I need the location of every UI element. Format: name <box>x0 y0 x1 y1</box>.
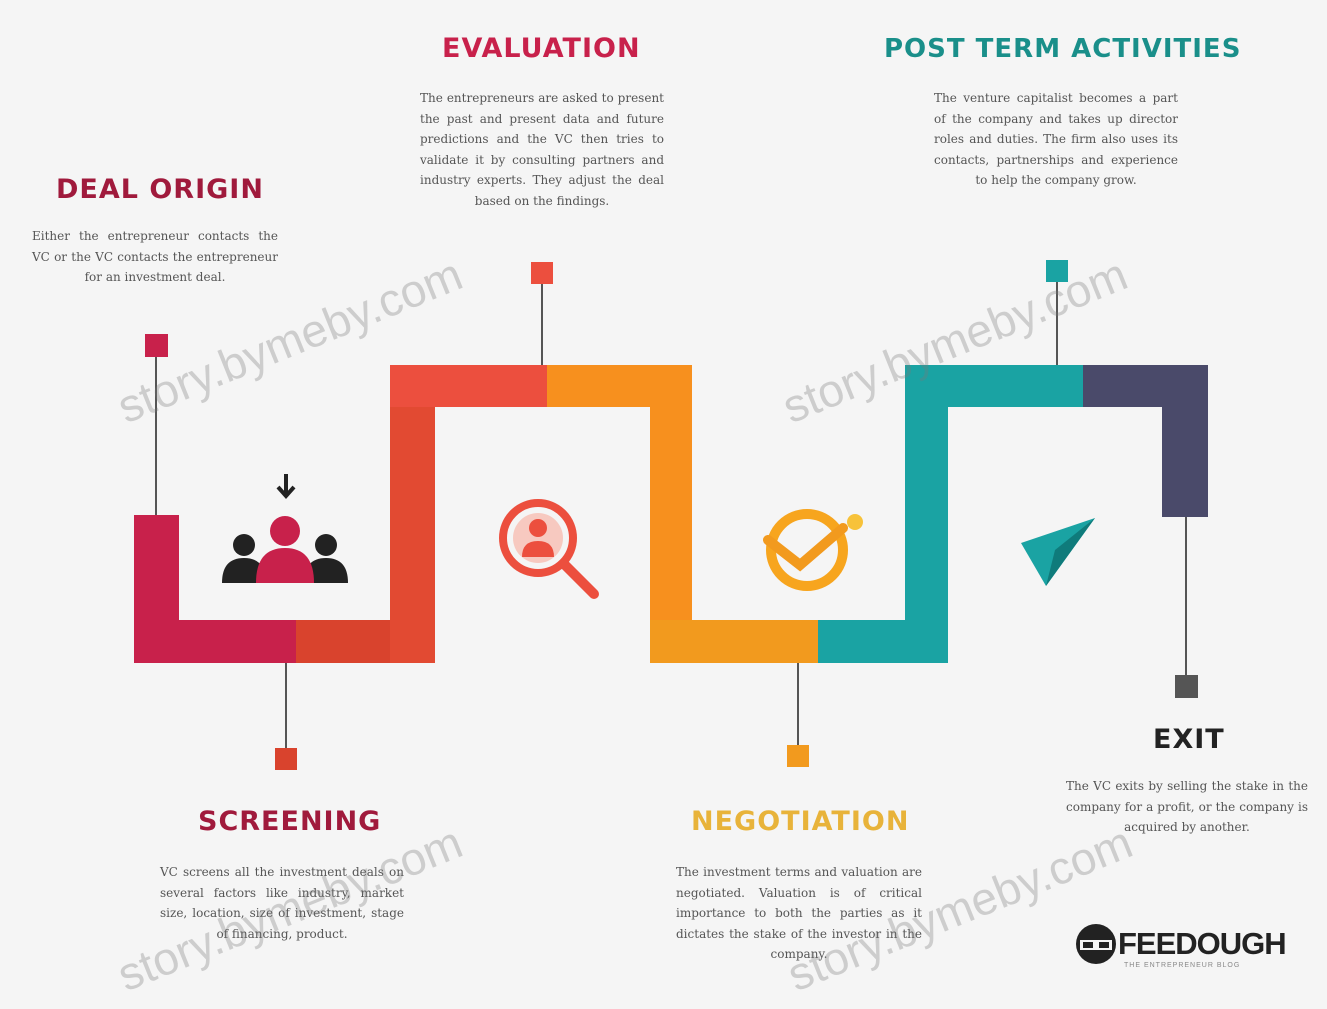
feedough-logo: FEEDOUGH THE ENTREPRENEUR BLOG <box>1074 922 1287 969</box>
logo-tagline: THE ENTREPRENEUR BLOG <box>1124 962 1241 969</box>
path-segment-evaluation-down <box>650 365 692 663</box>
path-segment-evaluation <box>390 365 550 407</box>
investors-icon <box>222 474 348 583</box>
stage-title-exit: EXIT <box>1153 724 1225 755</box>
stage-description-negotiation: The investment terms and valuation are n… <box>676 865 922 961</box>
marker-post-term <box>1046 260 1068 282</box>
stage-title-evaluation: EVALUATION <box>442 33 641 64</box>
stage-title-post-term-activities: POST TERM ACTIVITIES <box>884 34 1242 64</box>
marker-exit <box>1175 675 1198 698</box>
marker-deal-origin <box>145 334 168 357</box>
stage-title-deal-origin: DEAL ORIGIN <box>56 174 264 205</box>
path-segment-deal-origin-bottom <box>134 620 299 663</box>
path-segment-post-term-top <box>905 365 1087 407</box>
paper-plane-icon <box>1021 518 1095 586</box>
path-segment-negotiation <box>650 620 822 663</box>
handshake-icon <box>763 509 863 591</box>
stage-title-screening: SCREENING <box>198 806 382 837</box>
stage-description-exit: The VC exits by selling the stake in the… <box>1066 779 1308 834</box>
logo-name: FEEDOUGH <box>1118 926 1287 961</box>
stage-description-deal-origin: Either the entrepreneur contacts the VC … <box>32 229 278 284</box>
marker-evaluation <box>531 262 553 284</box>
path-segment-exit-down <box>1162 365 1208 517</box>
stage-title-negotiation: NEGOTIATION <box>691 806 910 837</box>
marker-negotiation <box>787 745 809 767</box>
path-segment-screening-up <box>390 365 435 663</box>
logo-face-icon <box>1076 924 1116 964</box>
stage-description-post-term-activities: The venture capitalist becomes a part of… <box>934 91 1178 187</box>
marker-screening <box>275 748 297 770</box>
stage-description-screening: VC screens all the investment deals on s… <box>160 865 404 941</box>
stage-description-evaluation: The entrepreneurs are asked to present t… <box>420 91 664 208</box>
path-segment-post-term-up <box>905 365 948 663</box>
magnifier-person-icon <box>499 499 599 599</box>
